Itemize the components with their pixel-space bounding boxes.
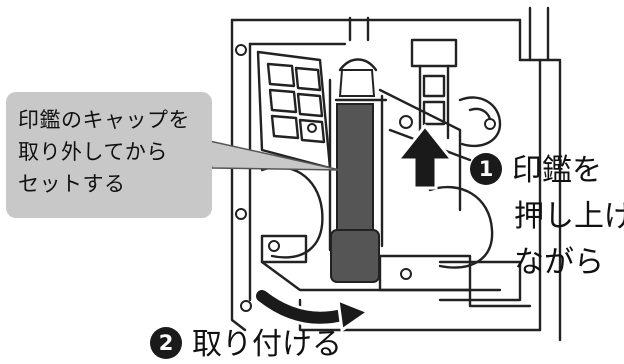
- step-1-instruction: 1 印鑑を 押し上げ ながら: [470, 148, 624, 286]
- callout-line: セットする: [18, 172, 126, 196]
- step-2-number-badge: 2: [150, 326, 182, 359]
- remove-cap-callout: 印鑑のキャップを 取り外してから セットする: [6, 92, 212, 218]
- step-1-line: ながら: [514, 245, 604, 280]
- step-1-text: 印鑑を: [512, 153, 602, 188]
- step-1-line: 押し上げ: [514, 199, 624, 234]
- step-2-instruction: 2 取り付ける: [150, 326, 342, 364]
- callout-pointer: [203, 139, 341, 171]
- step-1-line: 1 印鑑を: [470, 148, 620, 194]
- up-arrow-icon: [394, 123, 456, 190]
- stamp: [330, 69, 380, 283]
- callout-line: 取り外してから: [18, 140, 168, 164]
- step-1-number-badge: 1: [470, 152, 502, 185]
- curved-arrow-icon: [253, 287, 372, 333]
- callout-line: 印鑑のキャップを: [18, 108, 190, 132]
- step-2-text: 取り付ける: [192, 327, 342, 362]
